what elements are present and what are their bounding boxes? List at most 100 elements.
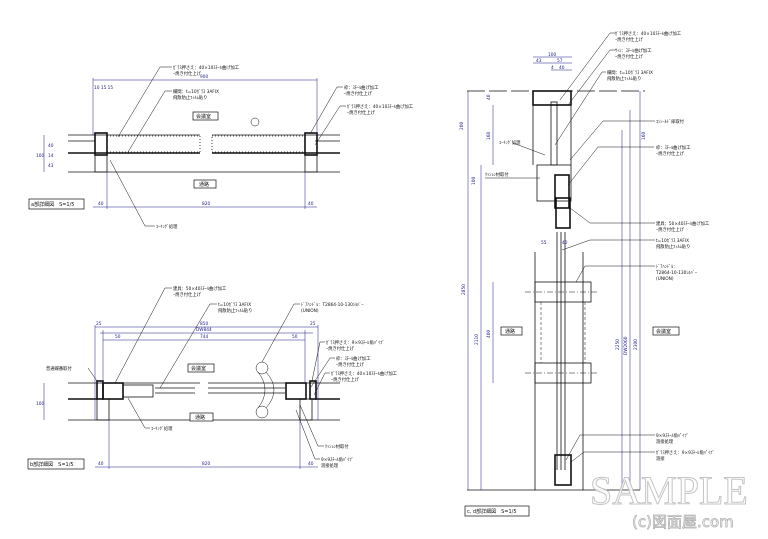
note-transom: 欄間：t=10ｶﾞﾗｽ 3AFIX: [173, 88, 219, 95]
note-finish: ｰ焼き付仕上げ: [326, 345, 355, 352]
note-finish: ｰ焼き付仕上げ: [331, 376, 360, 383]
note-finish: ｰ焼き付仕上げ: [615, 53, 644, 60]
dim-57: 57: [557, 58, 563, 64]
note-caulking: ｺｰｷﾝｸﾞ処理: [156, 223, 178, 230]
note-weld: 溶接処理: [656, 438, 674, 445]
frame-profile: [94, 117, 318, 173]
note-film: 飛散防止ﾌｨﾙﾑ貼り: [656, 243, 690, 250]
dimensions: 100 43 57 4 40 200 160 40 160 2850 2110 …: [459, 52, 647, 490]
dim-50-right: 50: [292, 334, 298, 340]
note-handle-model: T2864-10-130ｼﾙﾊﾞｰ: [655, 269, 697, 276]
note-finish: ｰ焼き付仕上げ: [656, 226, 685, 233]
note-glass-stop: ｶﾞﾗｽ押さえ：40×10ｽﾁｰﾙ曲げ加工: [331, 370, 398, 377]
room-label-meeting: 会議室: [191, 365, 206, 372]
wall-lines: [68, 134, 340, 173]
note-concealed-closer: ｺﾝｼｰﾙﾄﾞ扉取付: [656, 118, 685, 125]
dim-2110: 2110: [474, 334, 480, 345]
note-door-leaf: 建具：50×40ｽﾁｰﾙ曲げ加工: [173, 285, 227, 292]
note-caulking: ｺｰｷﾝｸﾞ処理: [499, 139, 521, 146]
note-pipe-weld: 9×9ｽﾁｰﾙ角ﾊﾟｲﾌﾟ: [321, 456, 354, 463]
leaders: [87, 287, 335, 460]
note-glass-stop: ｶﾞﾗｽ押さえ：40×10ｽﾁｰﾙ曲げ加工: [173, 64, 240, 71]
dim-900: 900: [200, 74, 208, 80]
dim-40: 40: [559, 65, 565, 71]
note-glass-stop-pipe: ｶﾞﾗｽ押さえ：9×9ｽﾁｰﾙ角ﾊﾟｲﾌﾟ: [326, 339, 384, 346]
room-label-meeting: 会議室: [656, 328, 671, 335]
note-finish: ｰ焼き付仕上げ: [173, 70, 202, 77]
dim-d3: 43: [48, 163, 54, 169]
section-lines: [467, 90, 645, 491]
dim-50-left: 50: [115, 334, 121, 340]
note-transom: 欄間：t=10ｶﾞﾗｽ 3AFIX: [607, 69, 653, 76]
note-film: 飛散防止ﾌｨﾙﾑ貼り: [173, 94, 207, 101]
dim-160: 160: [486, 132, 492, 140]
dim-850: 850: [200, 321, 208, 327]
room-label-corridor: 通路: [195, 414, 205, 421]
note-door-handle: ﾄﾞｱﾊﾝﾄﾞﾙ：T2864-10-130ｼﾙﾊﾞｰ: [301, 301, 364, 308]
dim-depth: 100: [36, 153, 44, 159]
note-hinge: 普通蝶番取付: [46, 365, 72, 372]
dimensions: 850 DW844 50 744 50 25 25 40 820 40 100: [36, 321, 319, 469]
note-film: 飛散防止ﾌｨﾙﾑ貼り: [607, 75, 641, 82]
dimensions: 900 10 15 15 40 820 40 100 40 14 43: [36, 74, 318, 209]
note-frame: 枠：ｽﾁｰﾙ曲げ加工: [656, 144, 691, 151]
room-label-corridor: 通路: [199, 181, 209, 188]
dim-40-bottom: 40: [562, 240, 568, 246]
dim-744: 744: [200, 334, 208, 340]
note-handle-maker: (UNION): [301, 308, 319, 314]
room-label-meeting: 会議室: [196, 113, 211, 120]
dim-4: 4: [551, 65, 554, 71]
dim-side: 10 15 15: [94, 85, 113, 91]
note-film: 飛散防止ﾌｨﾙﾑ貼り: [218, 307, 252, 314]
note-sash: ｻｯｼ：ｽﾁｰﾙ曲げ加工: [615, 47, 652, 54]
note-glass-stop-pipe: ｶﾞﾗｽ押さえ：9×9ｽﾁｰﾙ角ﾊﾟｲﾌﾟ: [656, 449, 714, 456]
dim-2250: 2250: [615, 339, 621, 350]
dim-820: 820: [202, 461, 210, 467]
door-handle: [255, 361, 275, 419]
dim-100: 100: [548, 52, 556, 58]
note-finish: ｰ焼き付仕上げ: [173, 291, 202, 298]
note-finish: ｰ焼き付仕上げ: [344, 90, 373, 97]
note-finish: ｰ焼き付仕上げ: [656, 150, 685, 157]
dim-d2: 14: [48, 153, 54, 159]
dim-43: 43: [536, 58, 542, 64]
watermark-credit: (c)図面屋.com: [632, 513, 734, 531]
dim-160-right: 160: [641, 132, 647, 140]
note-frame: 枠：ｽﾁｰﾙ曲げ加工: [344, 84, 379, 91]
leaders: [485, 32, 655, 463]
dim-left: 40: [98, 201, 104, 207]
note-glass-stop: ｶﾞﾗｽ押さえ：40×10ｽﾁｰﾙ曲げ加工: [615, 30, 682, 37]
dim-right: 40: [308, 201, 314, 207]
section-cd-caption: c, d部詳細図 S=1/5: [467, 508, 517, 515]
leaders: [109, 66, 346, 227]
door-handle-elevation: [525, 281, 598, 384]
room-label-corridor: 通路: [505, 328, 515, 335]
note-glass: t=10ｶﾞﾗｽ 3AFIX: [656, 237, 689, 244]
dim-200: 200: [459, 122, 465, 130]
section-a: 900 10 15 15 40 820 40 100 40 14 43 ｶﾞﾗｽ…: [28, 64, 414, 230]
dim-25-right: 25: [310, 321, 316, 327]
dim-25-left: 25: [96, 321, 102, 327]
note-handle-maker: (UNION): [656, 276, 674, 282]
note-finish: ｰ焼き付仕上げ: [336, 361, 365, 368]
watermark-sample: SAMPLE: [590, 468, 748, 513]
note-cushion: ｸｯｼｮﾝ材取付: [325, 443, 349, 450]
dim-d1: 40: [48, 143, 54, 149]
note-caulking: ｺｰｷﾝｸﾞ処理: [151, 425, 173, 432]
note-finish: ｰ焼き付仕上げ: [347, 109, 376, 116]
note-door-handle: ﾄﾞｱﾊﾝﾄﾞﾙ：: [656, 263, 677, 270]
dim-820: 820: [202, 201, 210, 207]
note-cushion: ｸｯｼｮﾝ材取付: [485, 171, 509, 178]
section-b-caption: b部詳細図 S=1/5: [30, 461, 74, 468]
dim-55: 55: [541, 240, 547, 246]
dim-2850: 2850: [461, 284, 467, 295]
dim-40-right: 40: [308, 461, 314, 467]
dim-400: 400: [486, 330, 492, 338]
dim-40-top: 40: [486, 94, 492, 100]
dim-dw2060: DW2060: [623, 336, 629, 355]
dim-dw844: DW844: [196, 327, 212, 333]
dim-depth: 100: [36, 401, 44, 407]
section-cd: 100 43 57 4 40 200 160 40 160 2850 2110 …: [459, 30, 714, 517]
